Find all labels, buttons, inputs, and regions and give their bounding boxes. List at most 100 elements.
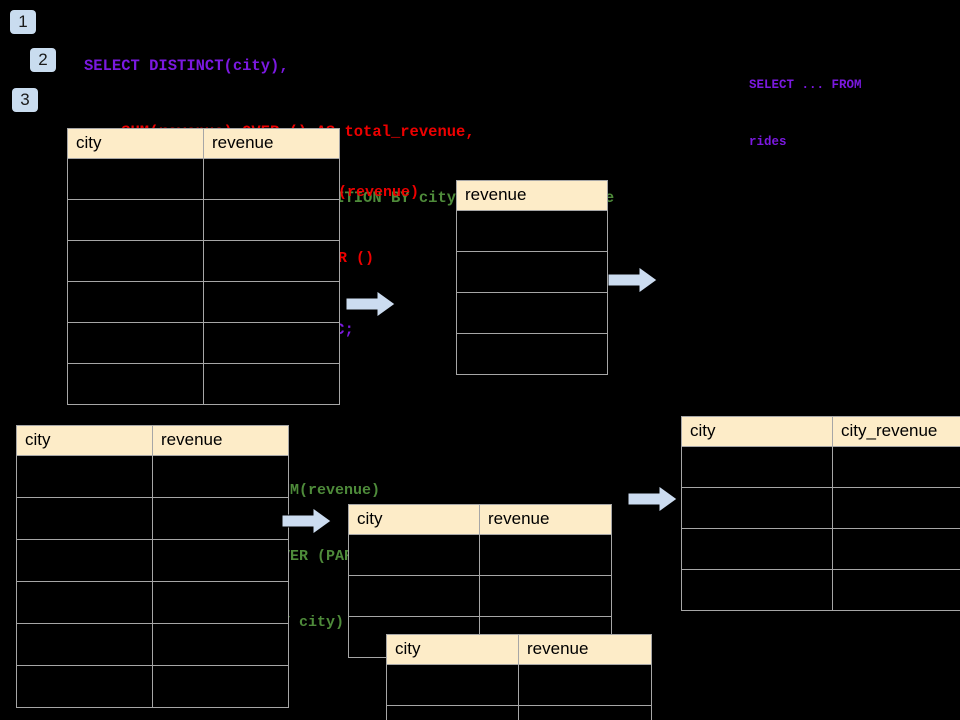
column-header-revenue: revenue [518, 634, 652, 665]
table-cell [456, 292, 608, 334]
column-header-revenue: revenue [479, 504, 612, 535]
step-badge-3: 3 [12, 88, 38, 112]
table-row [348, 575, 612, 617]
table-cell [681, 569, 833, 611]
column-header-revenue: revenue [152, 425, 289, 456]
table-row [681, 569, 960, 611]
arrow-right-icon [345, 290, 396, 318]
table-cell [67, 199, 204, 241]
arrow-right-icon [627, 485, 678, 513]
table-cell [67, 158, 204, 200]
arrow-source2-to-partition [281, 506, 332, 536]
side-note-select-from: SELECT ... FROM rides [749, 38, 862, 190]
table-row [681, 487, 960, 529]
table-row [348, 534, 612, 576]
table-cell [832, 446, 960, 488]
table-cell [681, 528, 833, 570]
table-cell [456, 333, 608, 375]
table-cell [348, 575, 480, 617]
arrow-right-icon [607, 266, 658, 294]
table-cell [203, 322, 340, 364]
table-cell [479, 575, 612, 617]
table-cell [203, 363, 340, 405]
arrow-right-icon [281, 507, 332, 535]
table-cell [16, 665, 153, 708]
step-badge-3-label: 3 [20, 90, 30, 109]
column-header-city: city [67, 128, 204, 159]
table-cell [386, 664, 519, 706]
partition-table-front: city revenue [386, 634, 652, 720]
column-header-city: city [681, 416, 833, 447]
table-row [16, 623, 289, 666]
side-note-line-1: SELECT ... FROM [749, 78, 862, 92]
table-cell [203, 158, 340, 200]
table-cell [203, 199, 340, 241]
table-cell [348, 534, 480, 576]
table-cell [456, 210, 608, 252]
column-header-city: city [386, 634, 519, 665]
table-row [16, 581, 289, 624]
table-cell [152, 581, 289, 624]
column-header-city-revenue: city_revenue [832, 416, 960, 447]
table-row [67, 199, 340, 241]
table-header-row: revenue [456, 180, 608, 211]
table-cell [16, 623, 153, 666]
table-row [386, 664, 652, 706]
table-cell [67, 363, 204, 405]
table-row [67, 322, 340, 364]
table-row [67, 281, 340, 323]
column-header-city: city [16, 425, 153, 456]
table-row [16, 497, 289, 540]
table-row [67, 240, 340, 282]
table-cell [67, 322, 204, 364]
table-row [681, 446, 960, 488]
table-cell [152, 539, 289, 582]
step-badge-1: 1 [10, 10, 36, 34]
table-cell [386, 705, 519, 720]
table-cell [16, 497, 153, 540]
table-cell [518, 705, 652, 720]
table-cell [518, 664, 652, 706]
table-cell [832, 487, 960, 529]
table-cell [681, 487, 833, 529]
table-row [456, 251, 608, 293]
table-header-row: city revenue [386, 634, 652, 665]
table-cell [16, 581, 153, 624]
table-cell [203, 240, 340, 282]
table-cell [832, 569, 960, 611]
column-header-revenue: revenue [456, 180, 608, 211]
table-header-row: city revenue [67, 128, 340, 159]
final-result-table: city city_revenue [681, 416, 960, 611]
table-row [67, 363, 340, 405]
table-cell [152, 623, 289, 666]
table-cell [203, 281, 340, 323]
arrow-total-to-result [607, 265, 658, 295]
callout-sum-over-partition-line-1: SUM(revenue) [272, 482, 381, 499]
table-row [456, 210, 608, 252]
table-cell [832, 528, 960, 570]
step-badge-2: 2 [30, 48, 56, 72]
total-revenue-table: revenue [456, 180, 608, 375]
step-badge-2-label: 2 [38, 50, 48, 69]
table-row [456, 292, 608, 334]
sql-line-select: SELECT DISTINCT(city), [84, 57, 289, 75]
table-cell [479, 534, 612, 576]
table-cell [681, 446, 833, 488]
table-row [456, 333, 608, 375]
table-row [16, 455, 289, 498]
rides-source-table: city revenue [67, 128, 340, 405]
arrow-partition-to-result [627, 484, 678, 514]
rides-source-table-2: city revenue [16, 425, 289, 708]
table-cell [152, 665, 289, 708]
table-cell [16, 539, 153, 582]
step-badge-1-label: 1 [18, 12, 28, 31]
table-cell [152, 497, 289, 540]
column-header-city: city [348, 504, 480, 535]
table-header-row: city revenue [348, 504, 612, 535]
table-cell [67, 240, 204, 282]
table-row [16, 665, 289, 708]
side-note-line-2: rides [749, 135, 787, 149]
table-row [386, 705, 652, 720]
table-cell [456, 251, 608, 293]
